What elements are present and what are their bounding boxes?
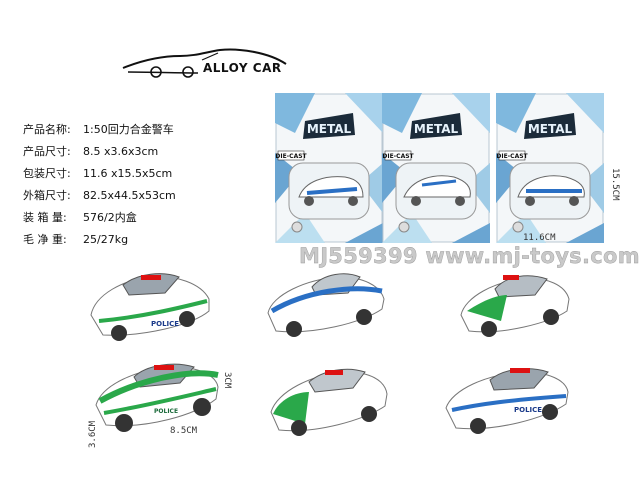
car-3 [460, 275, 570, 337]
spec-row-carton-size: 外箱尺寸:82.5x44.5x53cm [23, 189, 176, 202]
spec-row-product-size: 产品尺寸:8.5 x3.6x3cm [23, 145, 159, 158]
badge-text: METAL [414, 122, 459, 136]
watermark: MJ559399 www.mj-toys.com [299, 244, 640, 268]
car-height-label: 3CM [222, 372, 232, 389]
badge-text: METAL [528, 122, 573, 136]
package-card-3: METAL DIE-CAST [496, 93, 604, 243]
car-width-label: 3.6CM [88, 420, 98, 448]
logo-text: ALLOY CAR [203, 61, 282, 75]
spec-row-package-size: 包装尺寸:11.6 x15.5x5cm [23, 167, 173, 180]
svg-text:POLICE: POLICE [151, 320, 179, 328]
car-6: POLICE [445, 368, 569, 434]
car-5 [270, 368, 388, 436]
package-height-label: 15.5CM [610, 168, 620, 201]
badge-text: METAL [307, 122, 352, 136]
car-1: POLICE [90, 273, 210, 341]
svg-text:POLICE: POLICE [154, 408, 178, 415]
svg-text:POLICE: POLICE [514, 406, 542, 414]
svg-text:DIE-CAST: DIE-CAST [275, 153, 307, 160]
package-card-2: METAL DIE-CAST [382, 93, 490, 243]
svg-text:DIE-CAST: DIE-CAST [382, 153, 414, 160]
svg-text:DIE-CAST: DIE-CAST [496, 153, 528, 160]
car-2 [267, 273, 385, 337]
spec-row-name: 产品名称:1:50回力合金警车 [23, 123, 174, 136]
car-silhouette-icon [122, 48, 287, 78]
package-width-label: 11.6CM [523, 233, 556, 243]
package-card-1: METAL DIE-CAST [275, 93, 383, 243]
car-length-label: 8.5CM [170, 426, 198, 436]
car-4: POLICE [95, 363, 219, 432]
spec-row-packing-quantity: 装 箱 量:576/2内盒 [23, 211, 137, 224]
spec-row-weight: 毛 净 重:25/27kg [23, 233, 129, 246]
